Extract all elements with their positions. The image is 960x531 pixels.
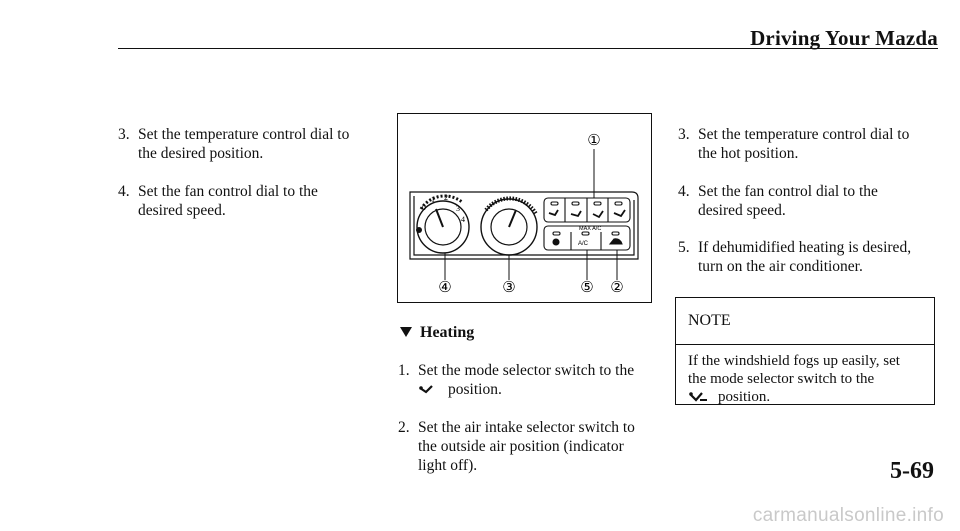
note-body: If the windshield fogs up easily, set th… — [688, 352, 928, 406]
climate-panel-illustration: 0 1 2 3 4 MAX A/C — [409, 131, 639, 296]
step-text-line: the desired position. — [138, 145, 264, 162]
step-text-line: the outside air position (indicator — [418, 438, 624, 455]
defrost-icon — [613, 209, 626, 218]
step-number: 5. — [678, 239, 690, 256]
vent-icon — [548, 209, 559, 217]
step-text-line: Set the fan control dial to the — [698, 183, 878, 200]
foot-vent-icon — [419, 385, 433, 394]
temperature-dial: 0 1 2 3 4 — [416, 193, 470, 254]
note-divider — [676, 344, 934, 345]
heating-step-1: 1. Set the mode selector switch to the p… — [398, 361, 658, 403]
rear-defrost-icon — [608, 238, 623, 245]
callout-3: ③ — [502, 278, 515, 296]
note-box: NOTE If the windshield fogs up easily, s… — [675, 297, 935, 405]
header-title: Driving Your Mazda — [750, 26, 938, 50]
foot-vent-icon — [570, 210, 582, 218]
page-number: 5-69 — [890, 458, 934, 484]
callout-lines — [444, 149, 618, 280]
step-number: 4. — [118, 183, 130, 200]
dial-tick-label: 2 — [444, 193, 448, 202]
defrost-foot-icon — [592, 210, 604, 219]
callout-5: ⑤ — [580, 278, 593, 296]
step-text-line: Set the mode selector switch to the — [418, 362, 635, 379]
left-step-4: 4. Set the fan control dial to the desir… — [118, 182, 388, 224]
note-text-line: If the windshield fogs up easily, set — [688, 353, 900, 369]
step-text-line: Set the air intake selector switch to — [418, 419, 635, 436]
panel-outline — [409, 191, 639, 260]
header-rule — [118, 48, 938, 49]
max-ac-label: MAX A/C — [579, 226, 601, 232]
dial-tick-label: 1 — [431, 195, 435, 204]
left-step-3: 3. Set the temperature control dial to t… — [118, 125, 388, 167]
step-text-line: turn on the air conditioner. — [698, 258, 863, 275]
step-number: 3. — [678, 126, 690, 143]
step-text-line: Set the temperature control dial to — [698, 126, 910, 143]
step-text-line: If dehumidified heating is desired, — [698, 239, 912, 256]
step-text-line: light off). — [418, 457, 478, 474]
step-number: 3. — [118, 126, 130, 143]
note-text-fragment: position. — [718, 389, 771, 405]
mode-selector-buttons — [543, 197, 631, 223]
callout-2: ② — [610, 278, 623, 296]
dial-tick-label: 4 — [461, 215, 465, 224]
step-text-line: Set the temperature control dial to — [138, 126, 350, 143]
step-number: 2. — [398, 419, 410, 436]
step-number: 4. — [678, 183, 690, 200]
right-step-4: 4. Set the fan control dial to the desir… — [678, 182, 948, 224]
climate-control-figure: 0 1 2 3 4 MAX A/C — [397, 113, 652, 303]
step-text-fragment: position. — [448, 381, 502, 398]
dial-tick-label: 0 — [422, 203, 426, 212]
step-number: 1. — [398, 362, 410, 379]
heating-heading: Heating — [400, 324, 474, 342]
note-text-line: the mode selector switch to the — [688, 371, 875, 387]
defrost-foot-icon — [689, 392, 707, 402]
step-text-line-with-icon: position. — [418, 380, 502, 400]
right-step-3: 3. Set the temperature control dial to t… — [678, 125, 948, 167]
callout-1: ① — [587, 131, 600, 149]
note-text-line-with-icon: position. — [688, 388, 928, 406]
step-text-line: desired speed. — [698, 202, 786, 219]
heading-text: Heating — [420, 324, 475, 341]
step-text-line: Set the fan control dial to the — [138, 183, 318, 200]
dial-tick-label: 3 — [456, 204, 460, 213]
section-triangle-icon — [400, 327, 412, 338]
step-text-line: the hot position. — [698, 145, 799, 162]
note-label: NOTE — [688, 312, 731, 329]
fan-speed-dial — [480, 196, 538, 256]
right-step-5: 5. If dehumidified heating is desired, t… — [678, 238, 948, 280]
watermark: carmanualsonline.info — [752, 505, 944, 526]
callout-4: ④ — [438, 278, 451, 296]
heating-step-2: 2. Set the air intake selector switch to… — [398, 418, 658, 480]
step-text-line: desired speed. — [138, 202, 226, 219]
recirculation-icon — [552, 238, 560, 246]
ac-button-label: A/C — [578, 241, 589, 247]
